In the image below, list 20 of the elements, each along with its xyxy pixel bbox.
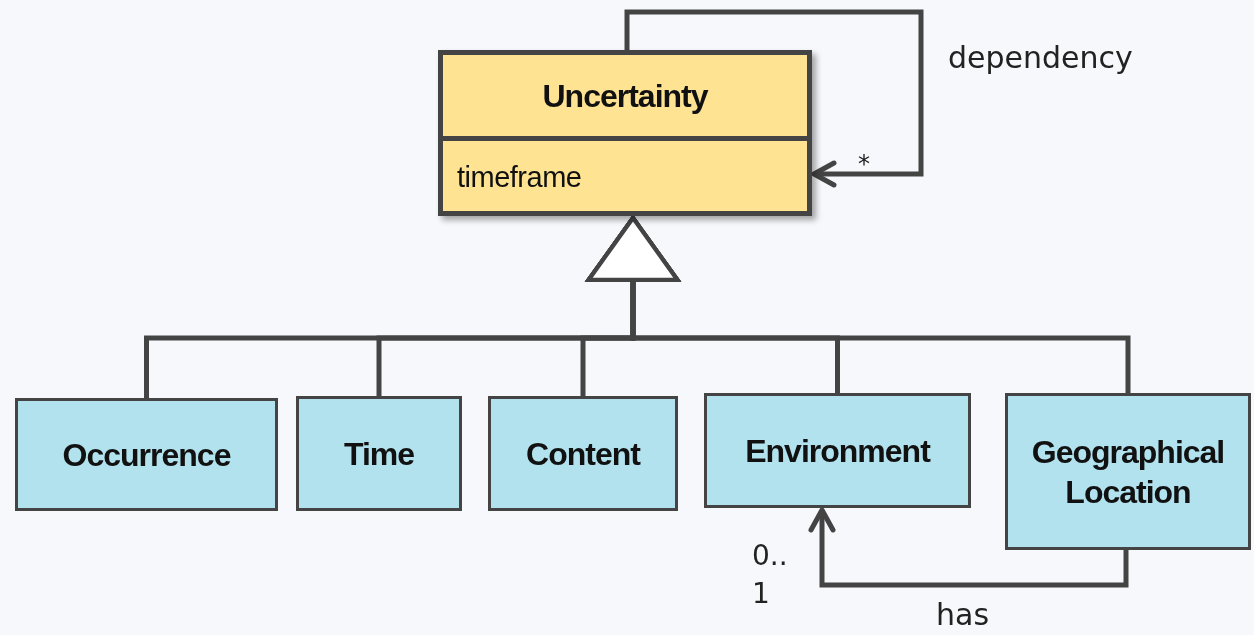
class-name: Uncertainty	[542, 76, 708, 116]
edge-label: has	[936, 597, 990, 632]
subclass-box	[704, 393, 971, 508]
class-name: Content	[526, 434, 640, 474]
subclass-box	[296, 396, 462, 511]
edge-label: dependency	[948, 40, 1133, 75]
class-name: Geographical Location	[1030, 432, 1226, 512]
class-name: Environment	[745, 431, 930, 471]
generalization-arrow	[586, 215, 1131, 393]
association-arrow	[624, 9, 924, 188]
multiplicity-label: *	[858, 150, 870, 178]
association-arrow	[808, 507, 1129, 588]
subclass-box	[488, 396, 678, 511]
attribute-text: timeframe	[457, 161, 582, 194]
class-name: Occurrence	[62, 435, 231, 475]
class-box	[438, 50, 812, 216]
class-name: Time	[343, 434, 415, 474]
multiplicity-label: 0.. 1	[752, 538, 789, 612]
subclass-box	[1005, 393, 1251, 550]
subclass-box	[15, 398, 278, 511]
